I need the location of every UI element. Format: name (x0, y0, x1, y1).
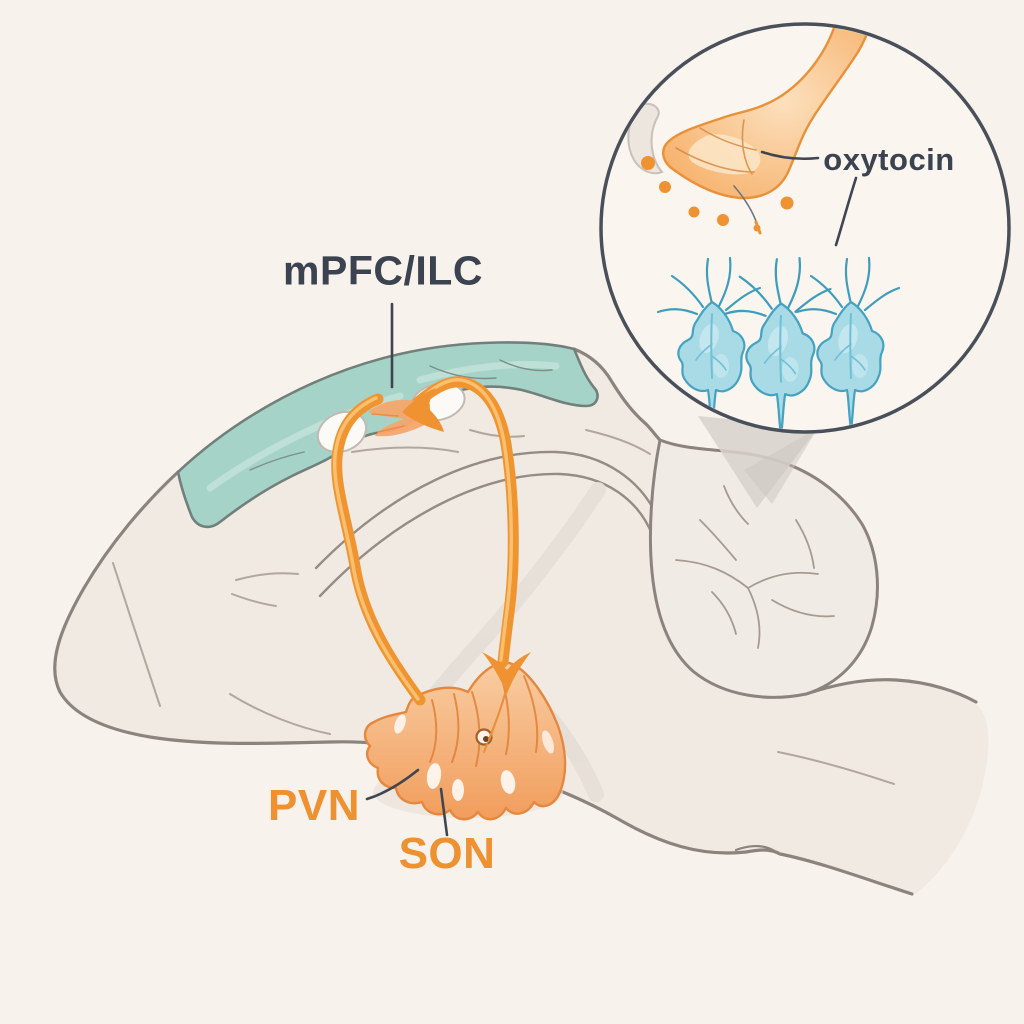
pointer-pvn (365, 768, 420, 801)
inset-detail-circle (599, 22, 1011, 434)
label-pvn: PVN (268, 781, 360, 830)
arrowhead-into-cortex (402, 388, 444, 432)
pointer-lines (365, 302, 449, 837)
label-mpfc-ilc: mPFC/ILC (283, 247, 483, 294)
pointer-oxytocin-curve (834, 176, 858, 247)
nucleus-lobe-lines (429, 671, 539, 767)
label-son: SON (398, 829, 496, 878)
oxytocin-pathways (331, 376, 531, 753)
cerebellum (648, 438, 879, 699)
oxytocin-molecule-dots (641, 156, 794, 232)
pointer-son (439, 787, 449, 837)
nucleus-eye-pupil (483, 736, 489, 742)
pointer-oxytocin (760, 150, 820, 161)
mpfc-ilc-cortex-band (176, 341, 599, 529)
terminal-crescent (627, 102, 664, 175)
nucleus-highlights (394, 714, 555, 801)
arrowhead-into-pvn (482, 652, 531, 694)
corpus-callosum-arcs (314, 450, 660, 598)
cortex-band-cracks (249, 359, 553, 471)
inset-connector-wedge (698, 416, 818, 508)
label-oxytocin: oxytocin (823, 142, 955, 177)
brain-inner-lines (112, 429, 895, 785)
cerebellum-arbor-lines (675, 485, 835, 649)
terminal-creases (675, 119, 757, 175)
